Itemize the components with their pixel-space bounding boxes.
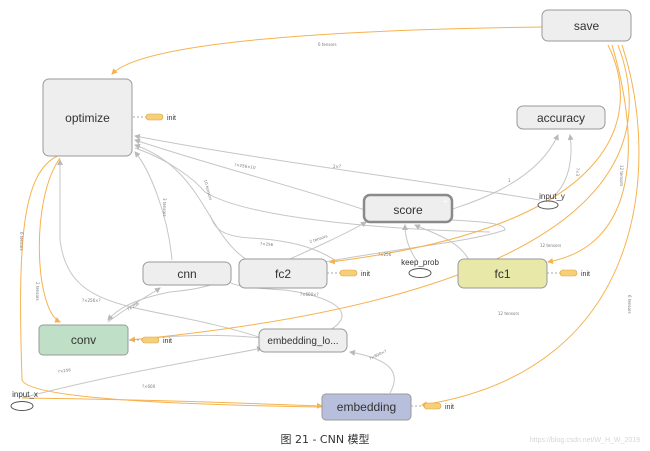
edge-label-fc1-score: ?×256 — [260, 241, 274, 247]
edge-inputy-accuracy — [554, 134, 574, 196]
node-fc1[interactable]: fc1 — [457, 258, 548, 289]
node-optimize[interactable]: optimize — [42, 78, 133, 157]
init-label: init — [581, 271, 590, 278]
edge-save-conv — [129, 44, 630, 343]
edge-save-fc1 — [547, 44, 629, 265]
edge-label-cnn-opt: 3 tensors — [162, 198, 167, 217]
edge-label-fc2-fc1: ?×256 — [378, 252, 392, 257]
node-optimize-label: optimize — [65, 111, 110, 125]
edge-label-fc2-opt: 10 tensors — [203, 179, 213, 201]
embedding-init[interactable]: init — [411, 402, 454, 411]
edge-label-score-opt: ?×256×10 — [234, 162, 256, 170]
gray-edges — [21, 133, 574, 399]
fc2-init[interactable]: init — [327, 269, 370, 278]
edge-inputy-optimize — [134, 133, 541, 201]
edge-label-save-optimize: 6 tensors — [318, 42, 337, 47]
edge-save-optimize — [111, 26, 546, 75]
edge-emb-optimize — [57, 159, 269, 341]
node-fc2[interactable]: fc2 — [238, 258, 328, 289]
edge-label-emb-lo: ?×600×? — [368, 349, 387, 361]
node-score-label: score — [393, 203, 423, 217]
node-save[interactable]: save — [541, 9, 632, 42]
node-input-y-label: input_y — [539, 192, 565, 201]
node-conv[interactable]: conv — [38, 324, 129, 356]
edge-label-save-right: 12 tensors — [619, 165, 624, 186]
edge-label-inputx-emb: ?×600 — [142, 384, 156, 389]
init-icon — [145, 113, 164, 121]
edge-cnn-optimize — [134, 151, 173, 261]
edge-fc2-optimize — [134, 143, 251, 263]
figure-caption: 图 21 - CNN 模型 — [280, 433, 370, 446]
conv-init[interactable]: init — [129, 336, 172, 345]
node-embedding-label: embedding — [337, 400, 396, 414]
expand-icon[interactable]: + — [443, 197, 448, 206]
edge-save-embedding — [421, 44, 640, 408]
fc1-init[interactable]: init — [547, 269, 590, 278]
edge-label-inputy-acc: ?×3 — [575, 168, 580, 176]
node-embedding[interactable]: embedding — [321, 393, 412, 421]
edge-label-emb-conv: ?×600×? — [300, 292, 319, 297]
edge-fc1-score — [414, 224, 471, 263]
node-embedding-lookup[interactable]: embedding_lo... — [258, 328, 348, 353]
watermark: https://blog.csdn.net/W_H_W_2019 — [529, 437, 640, 444]
edge-label-fc2-score: 2 tensors — [309, 233, 328, 244]
init-icon — [339, 269, 358, 277]
node-keep-prob-label: keep_prob — [401, 258, 439, 267]
node-conv-label: conv — [71, 333, 96, 347]
init-label: init — [163, 338, 172, 345]
node-keep-prob[interactable]: keep_prob — [401, 258, 439, 278]
init-label: init — [361, 271, 370, 278]
edge-save-fc2 — [329, 44, 621, 265]
edge-inputx-emblo — [21, 346, 263, 399]
orange-edges — [20, 26, 640, 409]
node-accuracy-label: accuracy — [537, 111, 585, 125]
edge-label-score-acc: 1 — [508, 178, 511, 183]
node-accuracy[interactable]: accuracy — [516, 105, 606, 130]
edge-score-optimize — [134, 138, 366, 211]
node-input-x[interactable]: input_x — [10, 390, 38, 411]
edge-label-save-embedding: 6 tensors — [627, 295, 632, 314]
node-cnn-label: cnn — [177, 267, 196, 281]
graph-canvas: 6 tensors 12 tensors 12 tensors 12 tenso… — [10, 9, 640, 421]
edge-optimize-embedding — [20, 154, 323, 408]
node-score[interactable]: score + — [362, 193, 454, 224]
edge-label-conv-cnn: ?×256 — [126, 301, 140, 312]
edge-label-inputx-opt: ?×256 — [57, 367, 71, 374]
edge-label-save-fc1: 12 tensors — [540, 243, 561, 248]
edge-embedding-emblo — [349, 349, 395, 394]
edge-label-save-conv: 12 tensors — [498, 311, 519, 316]
edge-inputx-embedding — [21, 397, 323, 409]
edge-keepprob-score — [402, 224, 419, 263]
edge-emb-fc2 — [227, 279, 343, 331]
node-embedding-lookup-label: embedding_lo... — [267, 336, 338, 347]
edge-label-opt-left-b: 2 tensors — [35, 282, 40, 301]
init-label: init — [167, 115, 176, 122]
edge-label-fc2-conv: ?×256×? — [82, 298, 101, 303]
edge-label-acc-opt: 2×? — [333, 164, 341, 169]
node-fc2-label: fc2 — [275, 267, 291, 281]
edge-fc2-loop — [209, 214, 339, 263]
edge-labels: 6 tensors 12 tensors 12 tensors 12 tenso… — [19, 42, 632, 389]
optimize-init[interactable]: init — [133, 113, 176, 122]
node-input-x-label: input_x — [12, 390, 38, 399]
init-icon — [423, 402, 442, 410]
node-save-label: save — [574, 19, 600, 33]
edge-fc2-fc1 — [324, 219, 506, 263]
node-input-y[interactable]: input_y — [537, 192, 565, 210]
init-label: init — [445, 404, 454, 411]
node-fc1-label: fc1 — [494, 267, 510, 281]
edge-conv-fc2 — [107, 279, 226, 321]
init-icon — [559, 269, 578, 277]
node-cnn[interactable]: cnn — [142, 261, 232, 286]
edge-label-opt-left-a: 6 tensors — [19, 232, 24, 251]
init-icon — [141, 336, 160, 344]
edge-conv-cnn — [107, 287, 161, 323]
edge-optimize-conv — [38, 157, 61, 323]
